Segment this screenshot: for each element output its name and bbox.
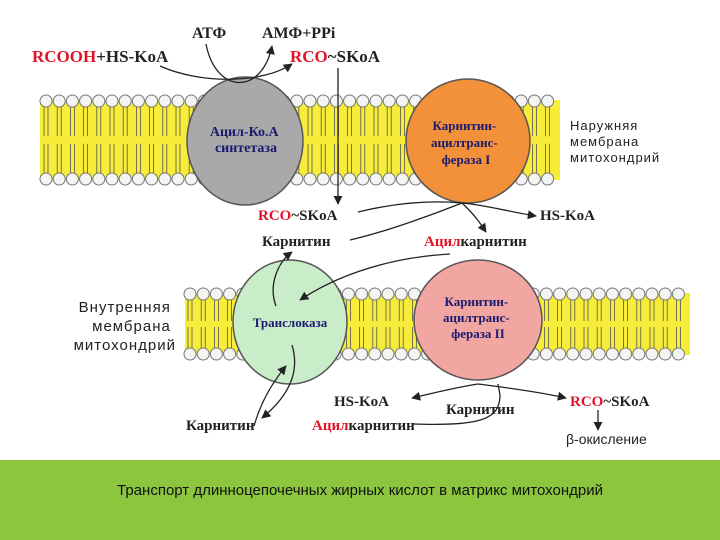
arrow-translocase-carnitine-out [272, 251, 293, 307]
svg-text:Наружняя мембрана мито: Наружняя мембрана митохондрий [570, 118, 660, 165]
cpt2-enzyme [413, 259, 543, 381]
rco-matrix-label: RCO [570, 394, 603, 410]
svg-text:Карнитин- ацилтранс- ф: Карнитин- ацилтранс- фераза I [431, 118, 501, 167]
outer-membrane-label-line2: мембрана [570, 134, 639, 149]
cpt2-label-line1: Карнитин- [445, 294, 509, 309]
caption-text: Транспорт длинноцепочечных жирных кислот… [117, 482, 603, 499]
carnitine-matrix-right-label: Карнитин [446, 402, 515, 418]
arrow-cpt1-to-acylcarnitine [461, 202, 487, 233]
arrow-acylcoa-to-cpt1 [357, 201, 463, 213]
arrow-acylcarnitine-to-cpt2 [411, 383, 501, 425]
hs-koa-mid-label: HS-KoA [540, 208, 595, 224]
rco-top-label: RCO [290, 47, 328, 66]
caption-bar: Транспорт длинноцепочечных жирных кислот… [0, 460, 720, 540]
hs-koa-matrix-label: HS-KoA [334, 394, 389, 410]
arrow-translocase-acylcarnitine-in [261, 344, 296, 419]
hs-koa-top-label: +HS-KoA [96, 47, 169, 66]
skoa-top-label: ~SKoA [328, 47, 381, 66]
acylcarnitine-mid-suffix: карнитин [461, 234, 528, 250]
arrow-atp-to-amp [205, 43, 275, 83]
cpt2-label-line2: ацилтранс- [443, 310, 510, 325]
svg-text:RCO~SKoA: RCO~SKoA [570, 394, 650, 410]
svg-text:Карнитин- ацилтранс- ф: Карнитин- ацилтранс- фераза II [443, 294, 513, 341]
outer-membrane-label-line3: митохондрий [570, 150, 660, 165]
rco-mid-label: RCO [258, 208, 291, 224]
svg-text:Внутренняя мембрана ми: Внутренняя мембрана митохондрий [74, 299, 176, 354]
carnitine-mid-label: Карнитин [262, 234, 331, 250]
synthetase-label-line2: синтетаза [215, 141, 277, 156]
skoa-matrix-label: ~SKoA [603, 394, 649, 410]
inner-membrane-label-line1: Внутренняя [79, 299, 171, 316]
synthetase-label-line1: Ацил-Ко.А [210, 125, 280, 140]
acyl-coa-synthetase-enzyme [186, 76, 304, 206]
svg-text:Ацилкарнитин: Ацилкарнитин [424, 234, 527, 250]
arrow-carnitine-return [253, 365, 287, 427]
svg-text:Ацилкарнитин: Ацилкарнитин [312, 418, 415, 434]
arrow-acylcarnitine-into-translocase [299, 253, 451, 301]
diagram-canvas: Ацил-Ко.А синтетаза Карнитин- ацилтранс-… [32, 25, 690, 447]
inner-membrane-label-line3: митохондрий [74, 337, 176, 354]
cpt1-label-line3: фераза I [442, 152, 491, 167]
amp-ppi-label: АМФ+PPi [262, 25, 336, 42]
svg-text:Ацил-Ко.А синтетаза: Ацил-Ко.А синтетаза [210, 125, 282, 156]
cpt1-label-line1: Карнитин- [433, 118, 497, 133]
arrow-cpt1-to-hskoa [461, 202, 537, 220]
cpt1-label-line2: ацилтранс- [431, 135, 498, 150]
atp-label: АТФ [192, 25, 226, 42]
inner-membrane-label-line2: мембрана [92, 318, 171, 335]
acyl-matrix-prefix: Ацил [312, 418, 349, 434]
outer-membrane-label-line1: Наружняя [570, 118, 638, 133]
svg-text:RCOOH+HS-KoA: RCOOH+HS-KoA [32, 47, 169, 66]
arrow-substrate-to-acylcoa [159, 63, 293, 80]
svg-text:RCO~SKoA: RCO~SKoA [258, 208, 338, 224]
acyl-mid-prefix: Ацил [424, 234, 461, 250]
arrow-carnitine-to-cpt1 [349, 202, 463, 241]
rcooh-label: RCOOH [32, 47, 96, 66]
cpt2-label-line3: фераза II [451, 326, 505, 341]
translocase-label: Транслоказа [253, 315, 328, 330]
skoa-mid-label: ~SKoA [291, 208, 337, 224]
acylcarnitine-matrix-suffix: карнитин [349, 418, 416, 434]
carnitine-matrix-left-label: Карнитин [186, 418, 255, 434]
arrow-cpt2-to-acylcoa [477, 383, 567, 401]
svg-text:RCO~SKoA: RCO~SKoA [290, 47, 381, 66]
arrow-cpt2-to-hskoa [411, 383, 479, 401]
beta-oxidation-label: β-окисление [566, 431, 647, 447]
